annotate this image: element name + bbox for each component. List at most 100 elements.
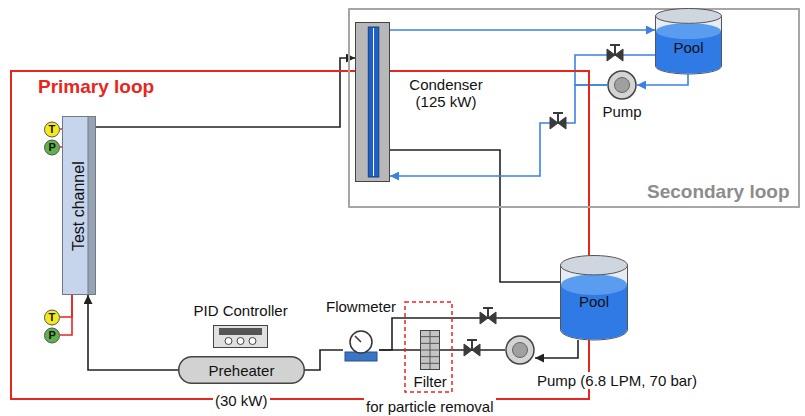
pressure-sensor: P — [44, 327, 60, 344]
valve-body — [472, 344, 480, 356]
flow-shape — [343, 330, 379, 362]
pipe-connector — [60, 295, 72, 335]
preheater: Preheater(30 kW) — [178, 356, 305, 384]
condenser: Condenser (125 kW) — [355, 22, 390, 182]
filter-shape — [420, 330, 440, 370]
filter-mesh-line — [430, 331, 431, 369]
valve-handle — [483, 307, 493, 309]
label-text: T — [49, 311, 56, 324]
pool-rim — [656, 9, 722, 24]
label-text: P — [49, 141, 56, 154]
condenser-tube-line — [373, 28, 374, 176]
filter-dashed-frame — [405, 302, 452, 392]
pump: Pump — [607, 70, 637, 100]
valve-handle — [553, 112, 563, 114]
pid-controller: PID Controller — [213, 325, 268, 348]
pump-casing — [608, 71, 636, 99]
valve-stem — [471, 340, 473, 350]
valve-body — [558, 117, 566, 129]
sensor-disc — [45, 140, 60, 155]
pool-body — [561, 265, 628, 340]
pipe-connector — [390, 150, 560, 282]
label-text: PID Controller — [194, 302, 288, 319]
pump: Pump (6.8 LPM, 70 bar) — [505, 335, 535, 365]
pool-rim — [561, 256, 628, 275]
controller-knob — [225, 338, 232, 345]
valve-body — [615, 49, 623, 61]
label-text: Secondary loop — [647, 181, 790, 203]
pipe-connector — [60, 295, 72, 317]
label-text: Pool — [579, 293, 609, 310]
temperature-sensor: T — [44, 121, 60, 138]
label-text: Pump (6.8 LPM, 70 bar) — [535, 372, 699, 389]
pump-shape — [607, 70, 637, 100]
pool-water-surface — [561, 275, 627, 295]
pump-shape — [505, 335, 535, 365]
valve-symbol — [550, 113, 566, 129]
valve-body — [607, 49, 615, 61]
pool-body — [656, 16, 722, 74]
channel-body — [63, 117, 96, 295]
label-text: (30 kW) — [213, 392, 270, 409]
valve-symbol — [464, 340, 480, 356]
pipe-connector — [60, 128, 62, 130]
label-text: Pool — [674, 39, 704, 56]
pipe-connector — [305, 350, 343, 370]
flowmeter: Flowmeter — [343, 330, 379, 362]
pid-shape — [213, 325, 268, 348]
controller-display — [219, 328, 262, 335]
pipe-connector — [390, 29, 655, 31]
pump-impeller — [513, 343, 528, 358]
channel-wall — [88, 117, 96, 295]
condenser-shape — [355, 22, 390, 182]
pool-water-surface — [656, 23, 721, 39]
preheater-body — [179, 357, 305, 384]
valve-handle — [467, 339, 477, 341]
flowmeter-dial — [350, 331, 372, 353]
label-text: T — [49, 123, 56, 136]
pool-tank: Pool — [655, 8, 722, 74]
valve-stem — [614, 45, 616, 55]
valve-body — [464, 344, 472, 356]
valve-body — [550, 117, 558, 129]
valve-stem — [487, 308, 489, 318]
sensor-disc — [45, 122, 60, 137]
valve-handle — [610, 44, 620, 46]
pressure-sensor: P — [44, 139, 60, 156]
flowmeter-needle — [355, 336, 361, 342]
label-text: Flowmeter — [326, 298, 396, 315]
filter-element — [421, 331, 440, 370]
pump-casing — [506, 336, 534, 364]
label-text: Condenser (125 kW) — [405, 76, 487, 111]
valve-body — [480, 312, 488, 324]
label-text: Pump — [603, 103, 642, 120]
controller-knob — [249, 338, 256, 345]
pump-impeller — [615, 78, 630, 93]
valve-symbol — [607, 45, 623, 61]
pipe-connector — [535, 340, 578, 358]
label-text: P — [49, 329, 56, 342]
valve-symbol — [480, 308, 496, 324]
pipe-connector — [88, 295, 178, 370]
condenser-shell — [356, 23, 390, 182]
temperature-sensor: T — [44, 309, 60, 326]
pool-tank: Pool — [560, 255, 628, 340]
sensor-disc — [45, 310, 60, 325]
valve-stem — [557, 113, 559, 123]
particle-filter: Filterfor particle removal — [420, 330, 440, 370]
label-text: Filter — [414, 373, 447, 390]
label-text: Primary loop — [38, 76, 154, 98]
controller-panel — [214, 326, 268, 348]
sensor-disc — [45, 328, 60, 343]
primary-loop-region: Primary loopTest channelTPTPPID Controll… — [10, 70, 590, 400]
pipe-connector — [637, 74, 688, 85]
controller-knob — [237, 338, 244, 345]
label-text: for particle removal — [364, 398, 496, 415]
label-text: Test channel — [70, 161, 88, 251]
label-text: Preheater — [209, 362, 275, 379]
pipe-connector — [60, 146, 62, 148]
condenser-tube — [368, 27, 379, 177]
test-channel: Test channel — [62, 116, 96, 295]
valve-body — [488, 312, 496, 324]
